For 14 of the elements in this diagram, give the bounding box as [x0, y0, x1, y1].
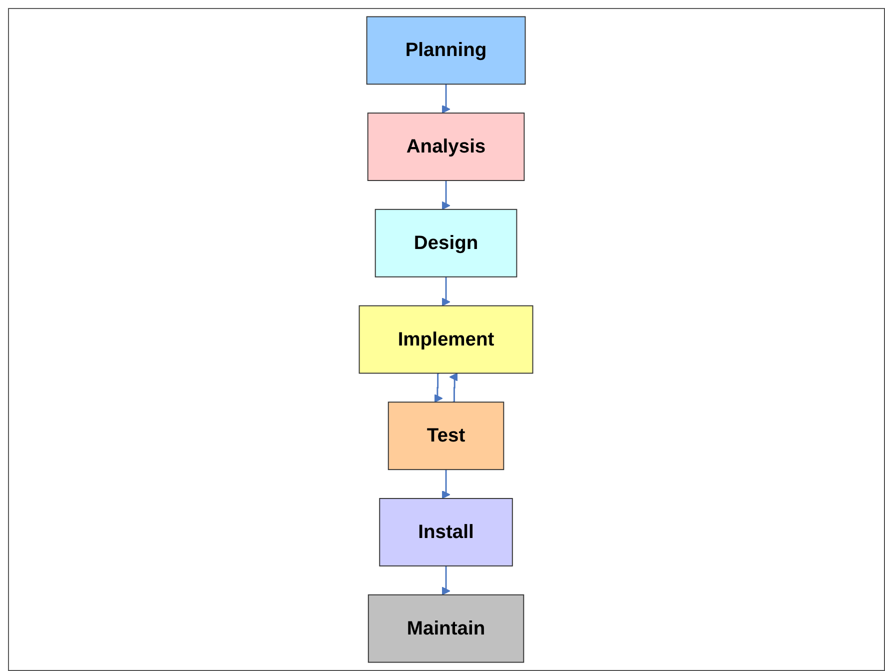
arrow	[434, 372, 444, 403]
node-box: Implement	[359, 305, 534, 374]
node-box: Planning	[366, 16, 526, 85]
node-box: Test	[388, 402, 505, 470]
arrow	[442, 565, 451, 596]
node-box: Design	[375, 208, 518, 278]
node-box: Install	[380, 498, 514, 566]
arrow	[442, 468, 451, 499]
arrow	[442, 276, 451, 306]
node-box: Maintain	[368, 594, 525, 663]
arrow	[442, 83, 451, 114]
arrow	[450, 372, 458, 403]
arrow	[442, 180, 451, 210]
node-box: Analysis	[368, 112, 526, 181]
